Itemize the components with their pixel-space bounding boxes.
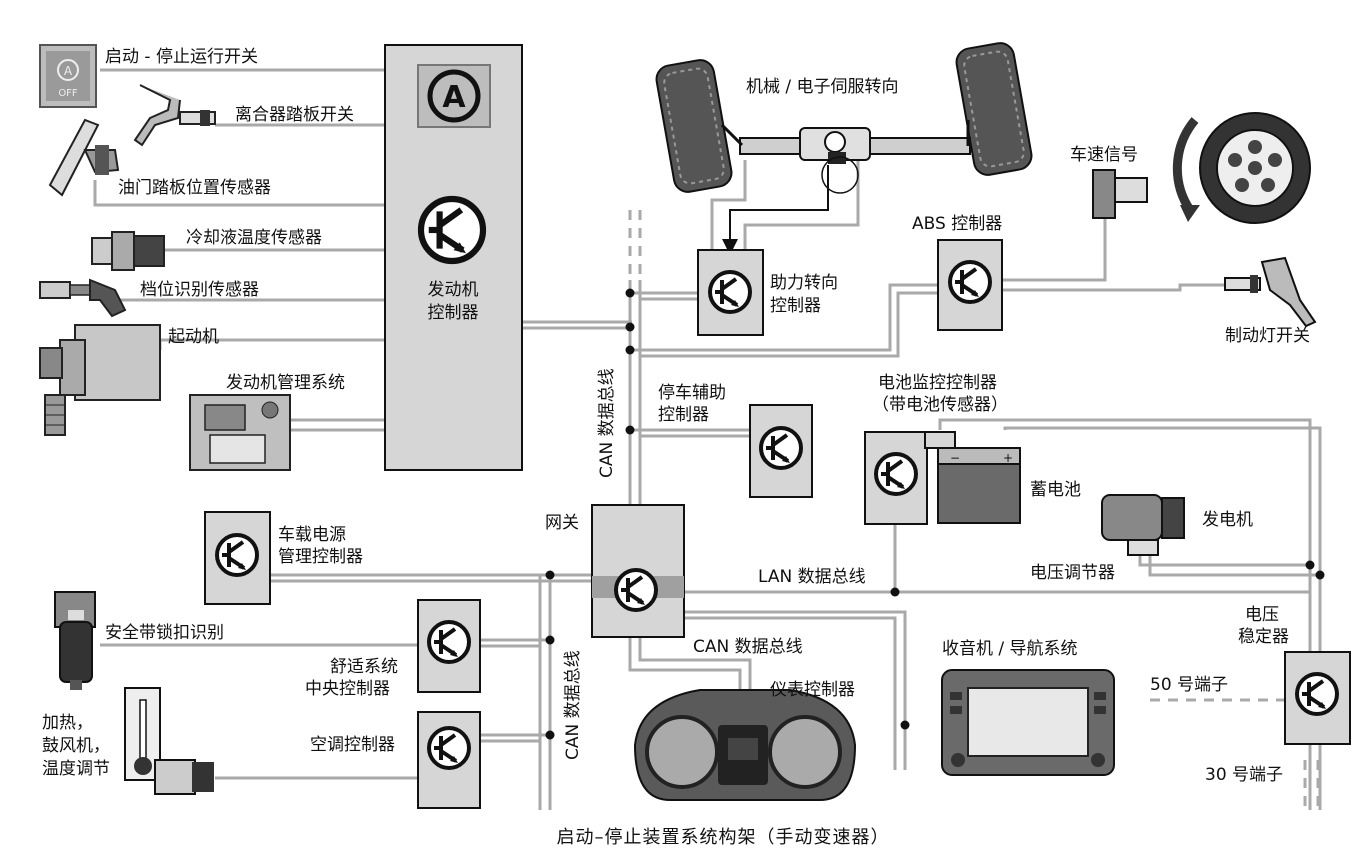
coolant-sensor-label: 冷却液温度传感器 bbox=[186, 228, 322, 248]
starter-icon bbox=[39, 324, 161, 436]
battery-monitor-line2: （带电池传感器） bbox=[872, 395, 1008, 415]
can-bus-top-label: CAN 数据总线 bbox=[597, 368, 617, 478]
instrument-cluster-icon[interactable] bbox=[633, 689, 857, 801]
heating-line2: 鼓风机， bbox=[42, 736, 110, 756]
battery-icon: − + bbox=[937, 447, 1021, 524]
accelerator-pedal-icon bbox=[48, 118, 120, 197]
svg-text:A: A bbox=[64, 64, 73, 78]
start-stop-switch-icon[interactable]: A OFF bbox=[39, 44, 97, 108]
coolant-temp-sensor-icon bbox=[91, 231, 165, 271]
comfort-system-line1: 舒适系统 bbox=[330, 657, 398, 677]
gateway-label: 网关 bbox=[545, 513, 579, 533]
can-bus-left-label: CAN 数据总线 bbox=[563, 650, 583, 760]
lan-bus-label: LAN 数据总线 bbox=[758, 567, 866, 587]
voltage-stabilizer-line2: 稳定器 bbox=[1238, 627, 1289, 647]
starter-label: 起动机 bbox=[168, 327, 219, 347]
terminal-30-label: 30 号端子 bbox=[1205, 765, 1283, 785]
can-bus-bottom-label: CAN 数据总线 bbox=[693, 637, 803, 657]
ac-controller-label: 空调控制器 bbox=[310, 735, 395, 755]
onboard-power-line1: 车载电源 bbox=[278, 525, 346, 545]
power-steering-line1: 助力转向 bbox=[770, 273, 838, 293]
engine-a-letter: A bbox=[442, 80, 466, 115]
abs-controller[interactable] bbox=[937, 239, 1003, 331]
gear-sensor-label: 档位识别传感器 bbox=[140, 280, 259, 300]
power-steering-line2: 控制器 bbox=[770, 296, 821, 316]
parking-assist-controller[interactable] bbox=[749, 404, 813, 498]
diagram-caption: 启动–停止装置系统构架（手动变速器） bbox=[557, 827, 890, 848]
abs-controller-label: ABS 控制器 bbox=[912, 214, 1002, 234]
battery-label: 蓄电池 bbox=[1030, 480, 1081, 500]
clutch-pedal-switch-label: 离合器踏板开关 bbox=[235, 105, 354, 125]
seatbelt-label: 安全带锁扣识别 bbox=[105, 623, 224, 643]
wheel-icon bbox=[1172, 112, 1311, 224]
brake-light-switch-label: 制动灯开关 bbox=[1225, 326, 1310, 346]
engine-controller-line2: 控制器 bbox=[428, 303, 479, 323]
accelerator-sensor-label: 油门踏板位置传感器 bbox=[118, 178, 271, 198]
radio-nav-icon[interactable] bbox=[941, 669, 1115, 776]
engine-controller[interactable]: A 发动机 控制器 bbox=[384, 44, 523, 471]
clutch-pedal-icon bbox=[133, 84, 216, 147]
radio-nav-label: 收音机 / 导航系统 bbox=[942, 639, 1078, 659]
start-stop-switch-label: 启动 - 停止运行开关 bbox=[105, 47, 258, 67]
generator-icon bbox=[1101, 494, 1185, 556]
onboard-power-controller[interactable] bbox=[204, 511, 271, 605]
comfort-system-controller[interactable] bbox=[417, 599, 481, 693]
onboard-power-line2: 管理控制器 bbox=[278, 547, 363, 567]
gear-sensor-icon bbox=[39, 278, 127, 318]
battery-monitor-controller[interactable] bbox=[864, 431, 956, 525]
engine-management-label: 发动机管理系统 bbox=[226, 373, 345, 393]
comfort-system-line2: 中央控制器 bbox=[305, 679, 390, 699]
instrument-controller-label: 仪表控制器 bbox=[770, 680, 855, 700]
battery-monitor-line1: 电池监控控制器 bbox=[878, 373, 997, 393]
svg-text:−: − bbox=[950, 451, 960, 465]
voltage-regulator-label: 电压调节器 bbox=[1030, 563, 1115, 583]
gateway-controller[interactable] bbox=[591, 504, 685, 638]
svg-text:+: + bbox=[1003, 451, 1013, 465]
brake-light-switch-icon bbox=[1224, 256, 1317, 328]
heating-control-icon bbox=[124, 687, 214, 795]
terminal-50-label: 50 号端子 bbox=[1150, 675, 1228, 695]
speed-sensor-icon bbox=[1092, 169, 1148, 219]
steering-rack-icon bbox=[655, 42, 1033, 194]
engine-management-icon bbox=[189, 394, 291, 471]
power-steering-controller[interactable] bbox=[697, 249, 764, 336]
steering-label: 机械 / 电子伺服转向 bbox=[746, 77, 899, 97]
switch-off-text: OFF bbox=[58, 88, 78, 99]
speed-signal-label: 车速信号 bbox=[1070, 145, 1138, 165]
heating-line1: 加热， bbox=[42, 713, 93, 733]
parking-assist-line2: 控制器 bbox=[658, 405, 709, 425]
parking-assist-line1: 停车辅助 bbox=[658, 383, 726, 403]
heating-line3: 温度调节 bbox=[42, 759, 110, 779]
generator-label: 发电机 bbox=[1202, 510, 1253, 530]
voltage-stabilizer-line1: 电压 bbox=[1245, 605, 1279, 625]
junction-dots bbox=[545, 288, 1325, 740]
voltage-stabilizer-controller[interactable] bbox=[1284, 651, 1351, 745]
ac-controller[interactable] bbox=[417, 711, 481, 809]
engine-controller-line1: 发动机 bbox=[428, 280, 479, 300]
seatbelt-icon bbox=[54, 591, 96, 690]
